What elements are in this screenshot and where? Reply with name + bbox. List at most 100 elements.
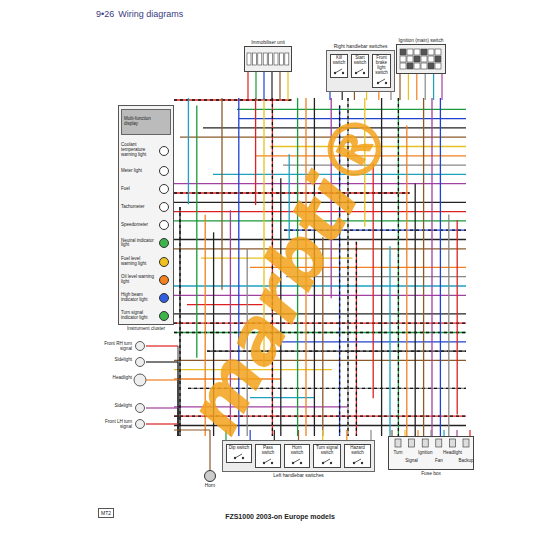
instrument-label: Coolant temperature warning light <box>121 143 157 158</box>
instrument-label: Neutral indicator light <box>121 239 157 249</box>
fuse-label: Signal <box>405 459 418 464</box>
switch-table-cell <box>400 56 406 62</box>
lamp-label: Headlight <box>92 375 132 380</box>
indicator-lamp <box>159 275 169 285</box>
instrument-item: Fuel <box>121 184 171 194</box>
wire <box>370 430 371 440</box>
indicator-lamp <box>159 184 169 194</box>
lamp-symbol <box>136 404 145 413</box>
switch-label: Pass switch <box>257 446 279 456</box>
fuse-label: Turn <box>393 451 402 456</box>
switch-box: Horn switch <box>284 444 310 468</box>
wire <box>279 72 280 100</box>
wire <box>247 72 248 100</box>
wire <box>416 74 417 100</box>
wire-stripe <box>174 99 292 100</box>
wire <box>298 430 299 440</box>
wire <box>188 98 189 204</box>
cluster-box: Instrument clusterMulti-function display… <box>118 105 174 325</box>
component-label: Ignition (main) switch <box>398 38 443 43</box>
wire <box>178 408 179 436</box>
switch-table-cell <box>414 63 420 69</box>
wire <box>346 430 347 440</box>
switch-table-cell <box>407 63 413 69</box>
switch-label: Hazard switch <box>346 446 369 456</box>
instrument-label: Meter light <box>121 169 157 174</box>
switch-lever <box>378 79 385 83</box>
switch-contact <box>363 72 365 74</box>
lamp-label: Sidelight <box>92 403 132 408</box>
connector-pin <box>263 53 267 65</box>
group-box: Right handlebar switchesKill switchStart… <box>326 50 395 92</box>
instrument-item: Neutral indicator light <box>121 238 171 248</box>
instrument-label: Fuel <box>121 187 157 192</box>
indicator-lamp <box>159 166 169 176</box>
switch-table-cell <box>400 49 406 55</box>
switch-box: Hazard switch <box>344 444 371 468</box>
switch-box: Turn signal switch <box>313 444 341 468</box>
wire <box>440 98 441 436</box>
switch-lever <box>235 454 242 458</box>
switch-symbol <box>353 68 367 76</box>
wire <box>448 215 449 436</box>
switch-box: Start switch <box>351 54 369 78</box>
switch-contact <box>342 72 344 74</box>
wire <box>221 98 222 290</box>
fuse-label: Backup <box>458 459 473 464</box>
indicator-lamp <box>159 293 169 303</box>
switch-table-cell <box>421 63 427 69</box>
instrument-label: Speedometer <box>121 223 157 228</box>
switch-contact <box>271 462 273 464</box>
indicator-lamp <box>159 202 169 212</box>
wire <box>274 430 275 440</box>
component-label: Left handlebar switches <box>273 473 323 478</box>
indicator-lamp <box>159 311 169 321</box>
wire <box>146 345 178 346</box>
switch-contact <box>242 457 244 459</box>
component-label: Horn <box>205 483 215 488</box>
instrument-item: Fuel level warning light <box>121 257 171 267</box>
indicator-lamp <box>159 238 169 248</box>
switch-symbol <box>290 458 304 466</box>
fuse-label: Headlight <box>443 451 462 456</box>
switch-table-cell <box>435 63 441 69</box>
switch-box: Dip switch <box>226 444 252 463</box>
lamp-label: Front LH turn signal <box>92 419 132 429</box>
wire <box>354 92 355 100</box>
component-label: Fuse box <box>421 471 441 476</box>
wire <box>423 98 424 436</box>
connector-pin <box>269 53 273 65</box>
wire <box>255 72 256 100</box>
switch-symbol <box>232 453 246 461</box>
indicator-lamp <box>159 146 169 156</box>
wire <box>390 92 391 100</box>
switch-box: Kill switch <box>330 54 348 78</box>
switch-lever <box>323 459 330 463</box>
component-label: Immobiliser unit <box>251 40 285 45</box>
lamp-symbol <box>136 342 145 351</box>
switch-table-cell <box>428 49 434 55</box>
switch-lever <box>356 69 363 73</box>
wire <box>263 72 264 100</box>
fuse <box>449 439 455 447</box>
wire <box>174 99 292 100</box>
switch-box: Pass switch <box>255 444 281 468</box>
instrument-item: Meter light <box>121 166 171 176</box>
component-label: Instrument cluster <box>127 326 165 331</box>
instrument-label: Turn signal indicator light <box>121 311 157 321</box>
wire <box>356 242 357 436</box>
wire <box>342 92 343 100</box>
wire <box>366 92 367 100</box>
fuse <box>436 439 442 447</box>
connector-pin <box>247 53 251 65</box>
connector-pin <box>274 53 278 65</box>
switch-contact <box>360 462 362 464</box>
fuse-label: Fan <box>435 459 443 464</box>
page-number: 9•26 <box>96 9 114 19</box>
switch-symbol <box>320 458 334 466</box>
wire <box>399 74 400 100</box>
fuse-row <box>389 437 473 449</box>
connector-pin <box>279 53 283 65</box>
wire <box>287 72 288 100</box>
